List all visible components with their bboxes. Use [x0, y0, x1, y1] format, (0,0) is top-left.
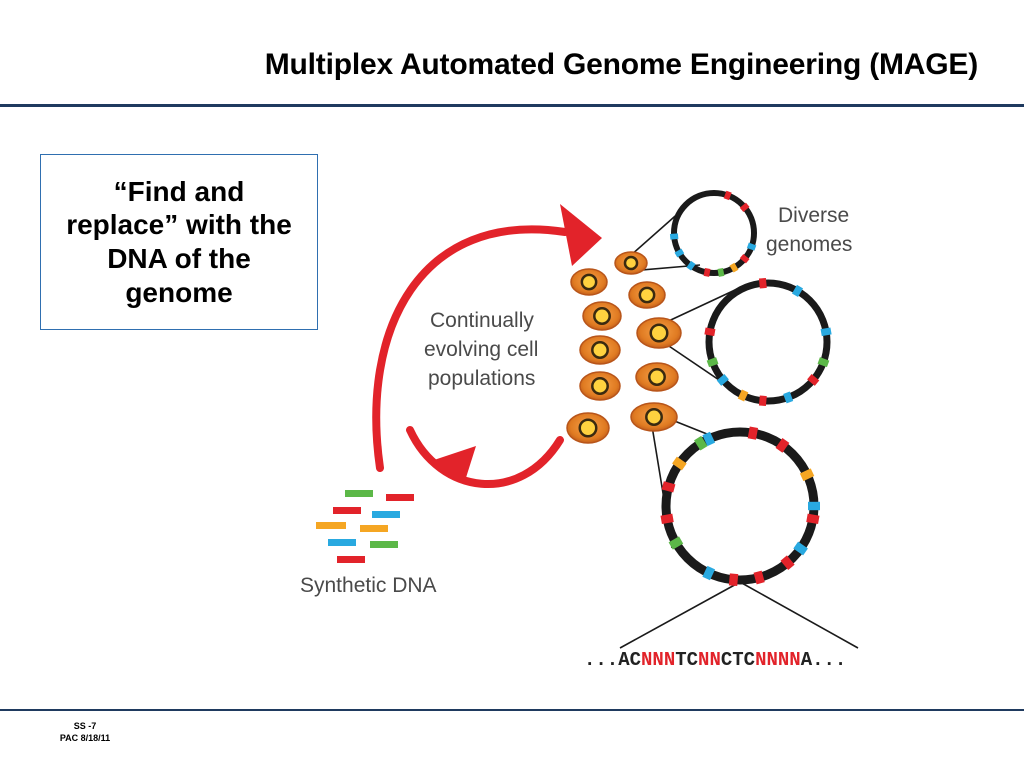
cycle-arrowhead-bottom [428, 446, 476, 484]
genome-marker [702, 565, 716, 581]
cycle-label-line1: Continually [430, 309, 534, 332]
cell [582, 301, 622, 331]
dna-fragment [360, 525, 388, 532]
dna-fragment [328, 539, 356, 546]
genome-marker [737, 389, 749, 402]
genome-marker [739, 253, 750, 264]
genome-marker [747, 426, 759, 440]
genome-marker [661, 481, 676, 493]
cell [566, 412, 610, 444]
cell [630, 402, 678, 432]
sequence-segment: NN [698, 649, 721, 671]
genome-ring-small [669, 190, 757, 277]
genome-marker [780, 555, 795, 570]
genome-marker [775, 438, 790, 453]
genome-ring-large [660, 426, 820, 587]
genome-marker [806, 513, 820, 525]
sequence-segment: NNNN [755, 649, 801, 671]
dna-sequence: ...ACNNNTCNNCTCNNNNA... [584, 649, 846, 671]
genome-marker [729, 262, 739, 273]
synthetic-dna-fragments [316, 490, 414, 563]
cell [635, 362, 679, 392]
sequence-segment: ...AC [584, 649, 641, 671]
cell [570, 268, 608, 296]
genome-marker [723, 190, 732, 201]
cell [636, 317, 682, 349]
genome-marker [783, 391, 794, 404]
genome-marker [660, 513, 674, 525]
genome-marker [674, 248, 685, 258]
callout-text: “Find and replace” with the DNA of the g… [66, 175, 292, 308]
dna-fragment [316, 522, 346, 529]
sequence-segment: CTC [721, 649, 755, 671]
genome-marker [704, 327, 716, 337]
genome-marker [669, 233, 679, 240]
dna-fragment [333, 507, 361, 514]
genome-marker [793, 541, 808, 556]
cycle-label-line3: populations [428, 367, 535, 390]
diverse-label-line1: Diverse [778, 204, 849, 227]
genome-marker [799, 468, 815, 482]
genome-marker [668, 536, 684, 550]
footer: SS -7 PAC 8/18/11 [40, 720, 130, 744]
cell [579, 371, 621, 401]
genome-marker [716, 374, 729, 386]
genome-marker [746, 242, 757, 251]
footer-slide-number: SS -7 [73, 721, 97, 731]
genome-marker [686, 260, 696, 271]
cycle-label: Continually evolving cell populations [424, 309, 544, 390]
cell-population [566, 251, 682, 444]
genome-marker [758, 395, 767, 407]
dna-fragment [386, 494, 414, 501]
genome-marker [807, 374, 820, 386]
cycle-label-line2: evolving cell [424, 338, 538, 361]
cycle-arrowhead-top [560, 204, 602, 266]
genome-marker [791, 284, 804, 297]
genome-marker [753, 570, 765, 585]
dna-fragment [372, 511, 400, 518]
dna-fragment [345, 490, 373, 497]
footer-date: PAC 8/18/11 [59, 733, 111, 744]
genome-marker [703, 267, 711, 277]
sequence-segment: NNN [641, 649, 675, 671]
genome-marker [739, 202, 750, 213]
dna-fragment [370, 541, 398, 548]
genome-ring-medium [704, 277, 832, 407]
sequence-segment: TC [675, 649, 698, 671]
genome-marker [702, 431, 716, 447]
diverse-genomes-label: Diverse genomes [766, 204, 855, 256]
genome-marker [672, 456, 687, 471]
sequence-segment: A... [801, 649, 847, 671]
dna-fragment [337, 556, 365, 563]
genome-marker [728, 573, 739, 587]
genome-marker [758, 277, 767, 289]
footer-divider [0, 709, 1024, 711]
slide-title: Multiplex Automated Genome Engineering (… [264, 48, 978, 81]
cell [579, 335, 621, 365]
cell [614, 251, 648, 275]
title-divider [0, 104, 1024, 107]
genome-marker [817, 357, 830, 368]
genome-marker [706, 357, 719, 368]
synthetic-dna-label: Synthetic DNA [300, 574, 437, 597]
cycle-arrow [372, 204, 602, 488]
cell [628, 281, 666, 309]
genome-marker [820, 327, 832, 337]
genome-marker [694, 435, 708, 451]
callout-box: “Find and replace” with the DNA of the g… [40, 154, 318, 330]
genome-marker [717, 267, 725, 277]
diverse-label-line2: genomes [766, 233, 852, 256]
